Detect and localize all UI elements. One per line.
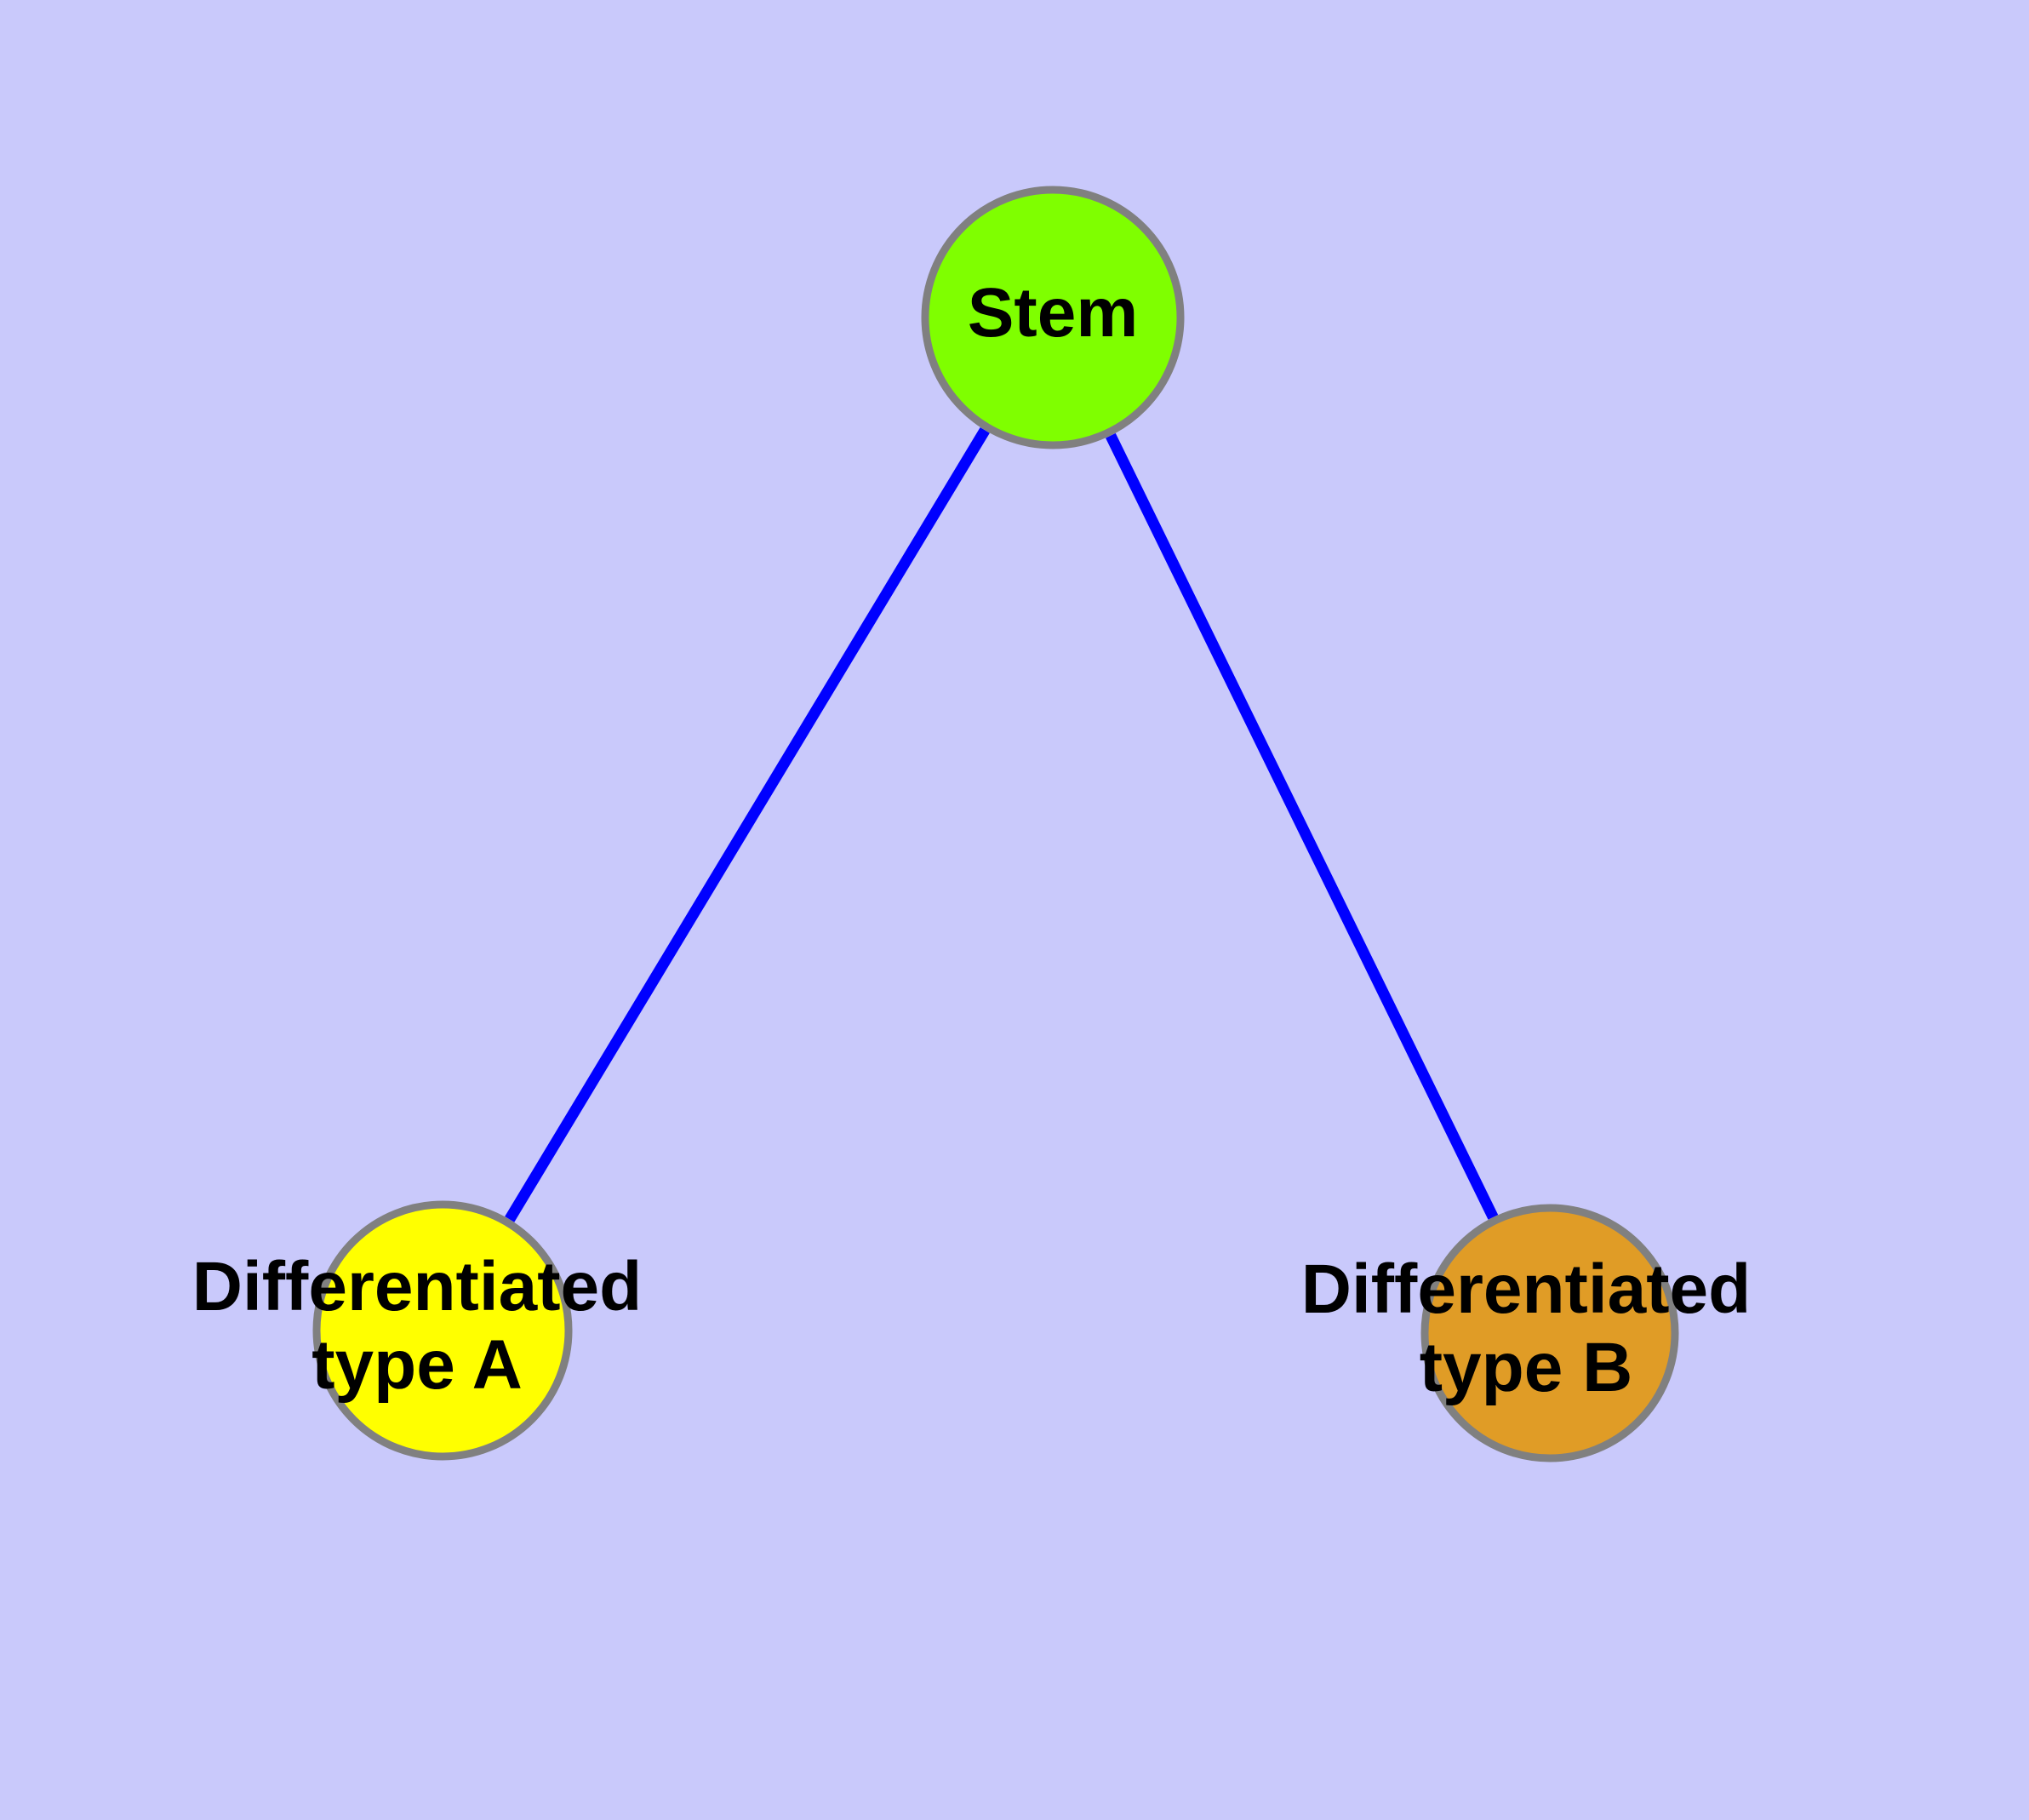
nodes-layer bbox=[312, 186, 1679, 1462]
node-label-line: type A bbox=[311, 1326, 523, 1404]
node-label-line: type B bbox=[1420, 1329, 1633, 1406]
edges-layer bbox=[505, 426, 1499, 1222]
node-diff-a[interactable] bbox=[312, 1200, 573, 1461]
node-label-line: Differentiated bbox=[1301, 1251, 1752, 1328]
node-label-line: Stem bbox=[968, 274, 1139, 352]
edge-stem-diff-b[interactable] bbox=[1106, 432, 1499, 1220]
edge-stem-diff-a[interactable] bbox=[505, 426, 990, 1222]
node-stem[interactable] bbox=[921, 186, 1185, 449]
node-diff-b[interactable] bbox=[1420, 1204, 1679, 1462]
node-label-stem: Stem bbox=[968, 274, 1139, 352]
node-label-line: Differentiated bbox=[192, 1248, 643, 1325]
